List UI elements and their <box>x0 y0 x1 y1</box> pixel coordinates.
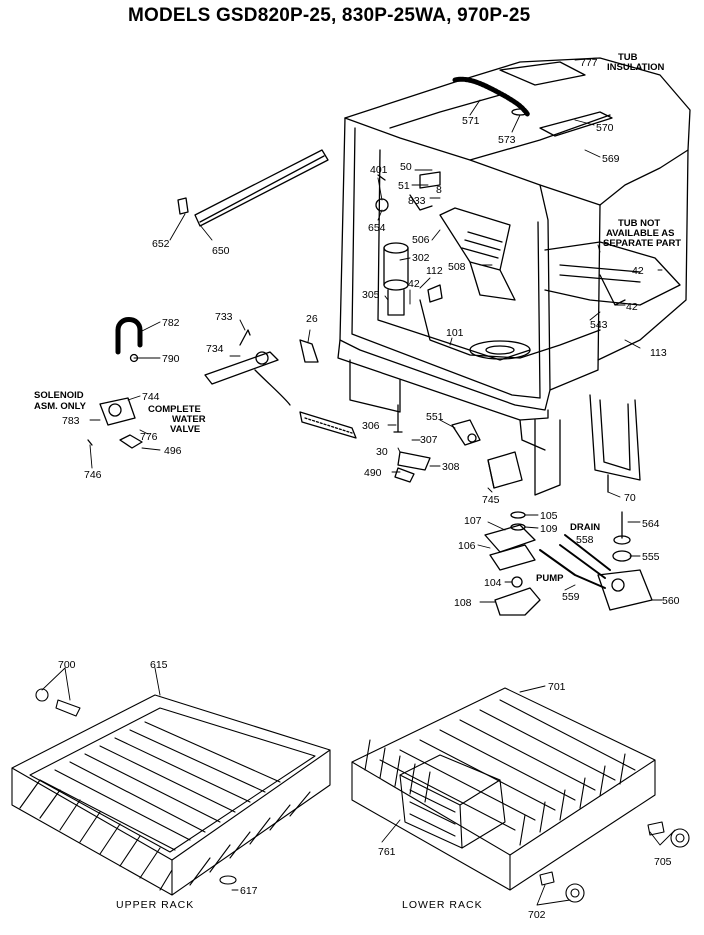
label-654: 654 <box>368 222 386 234</box>
upper-rack <box>11 688 331 896</box>
label-112: 112 <box>426 265 443 277</box>
label-108: 108 <box>454 597 472 609</box>
note-solenoid-2: ASM. ONLY <box>34 401 87 412</box>
note-drain: DRAIN <box>570 522 600 533</box>
note-complete-valve-1: COMPLETE <box>148 404 201 415</box>
label-307: 307 <box>420 434 438 446</box>
label-104: 104 <box>484 577 502 589</box>
label-733: 733 <box>215 311 233 323</box>
label-571: 571 <box>462 115 480 127</box>
label-650: 650 <box>212 245 230 257</box>
label-776: 776 <box>140 431 158 443</box>
label-746: 746 <box>84 469 102 481</box>
tub-assembly <box>337 57 691 496</box>
label-782: 782 <box>162 317 180 329</box>
label-652: 652 <box>152 238 170 250</box>
part-labels: 777 TUB INSULATION 571 573 570 569 401 5… <box>34 52 681 921</box>
label-496: 496 <box>164 445 182 457</box>
label-50: 50 <box>400 161 412 173</box>
leader-lines <box>41 57 676 906</box>
loose-parts <box>87 149 653 616</box>
label-490: 490 <box>364 467 382 479</box>
label-106: 106 <box>458 540 476 552</box>
label-113: 113 <box>650 347 667 359</box>
label-744: 744 <box>142 391 160 403</box>
label-734: 734 <box>206 343 224 355</box>
diagram-title: MODELS GSD820P-25, 830P-25WA, 970P-25 <box>128 5 531 26</box>
label-761: 761 <box>378 846 396 858</box>
label-30: 30 <box>376 446 388 458</box>
note-tub-insulation-2: INSULATION <box>607 62 664 73</box>
label-833: 833 <box>408 195 426 207</box>
label-555: 555 <box>642 551 660 563</box>
note-tub-not-available-1: TUB NOT <box>618 218 660 229</box>
label-570: 570 <box>596 122 614 134</box>
label-564: 564 <box>642 518 660 530</box>
label-560: 560 <box>662 595 680 607</box>
label-105: 105 <box>540 510 558 522</box>
note-pump: PUMP <box>536 573 564 584</box>
lower-rack <box>351 687 690 903</box>
label-306: 306 <box>362 420 380 432</box>
label-783: 783 <box>62 415 80 427</box>
note-tub-not-available-3: SEPARATE PART <box>603 238 681 249</box>
label-617: 617 <box>240 885 258 897</box>
label-701: 701 <box>548 681 566 693</box>
label-8: 8 <box>436 184 442 196</box>
label-615: 615 <box>150 659 168 671</box>
label-573: 573 <box>498 134 516 146</box>
note-tub-not-available-2: AVAILABLE AS <box>606 228 674 239</box>
upper-rack-caption: UPPER RACK <box>116 899 194 911</box>
label-70: 70 <box>624 492 636 504</box>
note-tub-insulation-1: TUB <box>618 52 638 63</box>
label-305: 305 <box>362 289 380 301</box>
label-42b: 42 <box>632 265 644 277</box>
label-745: 745 <box>482 494 500 506</box>
note-solenoid-1: SOLENOID <box>34 390 84 401</box>
label-109: 109 <box>540 523 558 535</box>
label-51: 51 <box>398 180 410 192</box>
label-26: 26 <box>306 313 318 325</box>
label-559: 559 <box>562 591 580 603</box>
label-401: 401 <box>370 164 388 176</box>
label-700: 700 <box>58 659 76 671</box>
label-302: 302 <box>412 252 430 264</box>
label-569: 569 <box>602 153 620 165</box>
label-558: 558 <box>576 534 594 546</box>
label-101: 101 <box>446 327 464 339</box>
label-702: 702 <box>528 909 546 921</box>
label-790: 790 <box>162 353 180 365</box>
label-42a: 42 <box>408 278 420 290</box>
note-complete-valve-2: WATER <box>172 414 206 425</box>
label-705: 705 <box>654 856 672 868</box>
note-complete-valve-3: VALVE <box>170 424 200 435</box>
label-506: 506 <box>412 234 430 246</box>
label-777: 777 <box>580 57 598 69</box>
label-107: 107 <box>464 515 482 527</box>
label-508: 508 <box>448 261 466 273</box>
label-308: 308 <box>442 461 460 473</box>
label-551: 551 <box>426 411 444 423</box>
label-42c: 42 <box>626 301 638 313</box>
label-543: 543 <box>590 319 608 331</box>
lower-rack-caption: LOWER RACK <box>402 899 483 911</box>
